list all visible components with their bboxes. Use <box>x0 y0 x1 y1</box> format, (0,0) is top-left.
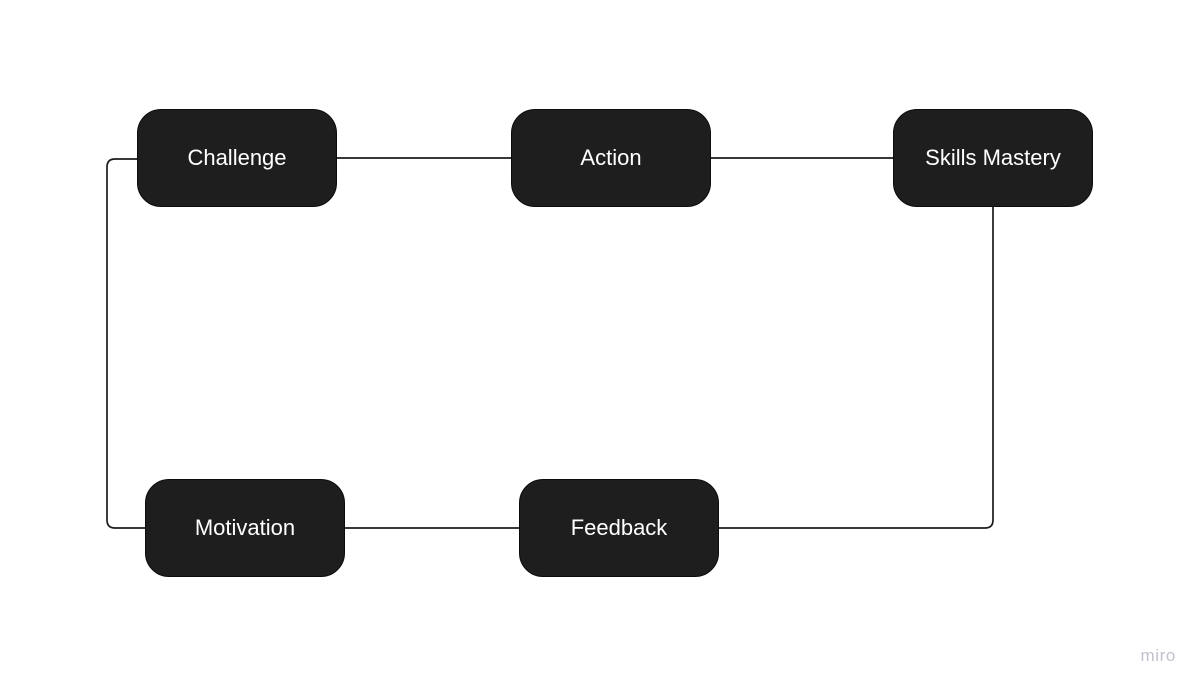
node-label: Challenge <box>187 144 287 170</box>
connector-skills-mastery-to-feedback[interactable] <box>719 207 994 529</box>
miro-watermark: miro <box>1140 646 1176 665</box>
node-label: Feedback <box>570 514 668 540</box>
node-motivation[interactable]: Motivation <box>145 479 345 577</box>
node-action[interactable]: Action <box>511 109 711 207</box>
node-skills-mastery[interactable]: Skills Mastery <box>893 109 1093 207</box>
node-feedback[interactable]: Feedback <box>519 479 719 577</box>
node-label: Skills Mastery <box>925 144 1061 170</box>
node-label: Motivation <box>194 514 296 540</box>
node-challenge[interactable]: Challenge <box>137 109 337 207</box>
connector-motivation-to-challenge[interactable] <box>106 158 145 529</box>
node-label: Action <box>580 144 642 170</box>
